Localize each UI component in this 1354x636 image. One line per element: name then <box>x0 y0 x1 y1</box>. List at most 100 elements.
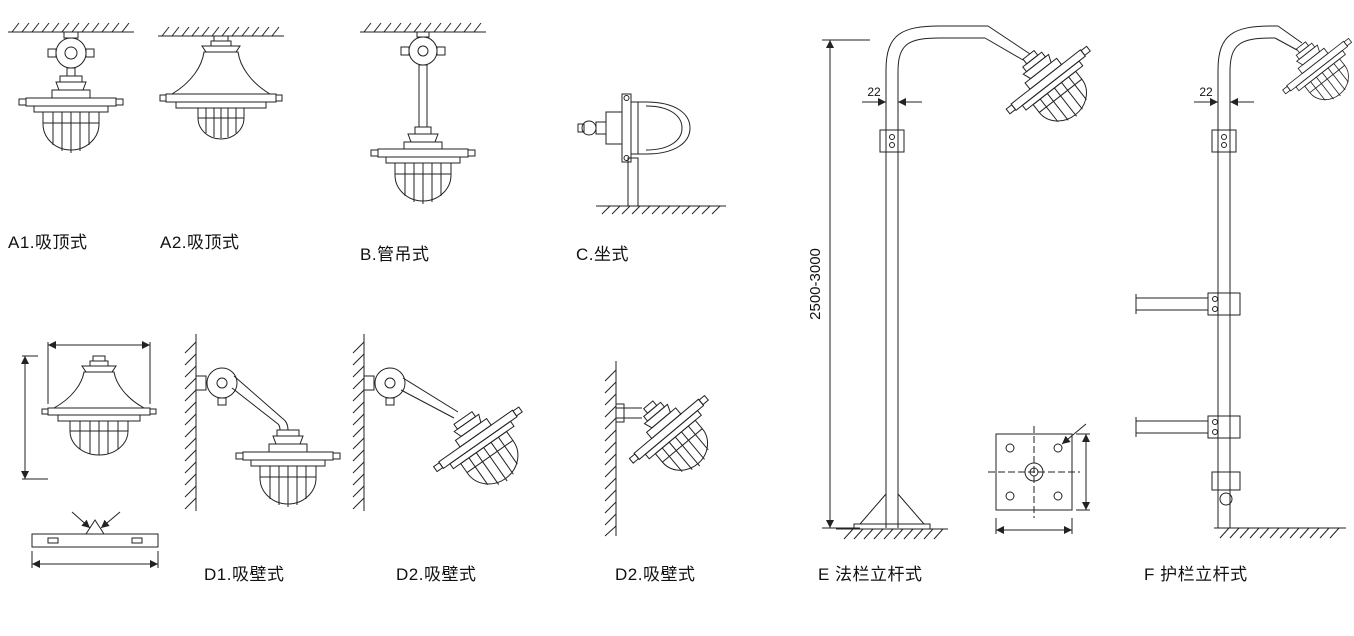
hanging-pipe <box>418 64 428 128</box>
bracket-arm <box>616 407 642 419</box>
arm <box>984 25 1031 61</box>
tilted-lamp <box>1282 37 1353 101</box>
drawing-dimensions <box>21 341 159 568</box>
figure-label-e: E 法栏立杆式 <box>818 565 923 584</box>
junction-box <box>374 367 406 399</box>
junction-box <box>55 37 87 69</box>
drawing-f: 22 <box>1135 25 1353 539</box>
figure-d2a-wall-mount <box>344 326 539 556</box>
lower-rail <box>1135 417 1208 437</box>
detail-leader <box>1061 423 1087 445</box>
figure-label-b: B.管吊式 <box>360 245 430 264</box>
lamp-canopy <box>52 371 146 409</box>
dim-pole-width-e-text: 22 <box>867 85 881 99</box>
detail-dim-ext <box>995 518 1073 534</box>
ceiling-hatch <box>363 22 482 33</box>
lamp-flange <box>47 407 151 416</box>
figure-label-d2a: D2.吸壁式 <box>396 565 477 584</box>
lamp-canopy <box>170 51 272 95</box>
arm <box>1274 25 1303 51</box>
lamp-dome <box>197 107 245 140</box>
lamp-flange <box>242 451 334 461</box>
lamp-dome <box>69 420 129 456</box>
upper-rail-clamp <box>1207 292 1241 316</box>
upper-rail <box>1135 294 1208 314</box>
ceiling-hatch <box>11 22 130 33</box>
bottom-fitting <box>1211 471 1241 491</box>
dim-22-ext <box>1217 98 1231 114</box>
drawing-a2 <box>158 26 284 140</box>
pole-outer <box>1217 25 1278 528</box>
drawing-d2a <box>352 334 523 511</box>
figure-label-c: C.坐式 <box>576 245 629 264</box>
pole-inner <box>897 37 985 528</box>
figure-a2-ceiling-mount <box>156 24 286 214</box>
dim-pole-width-f-text: 22 <box>1199 85 1213 99</box>
tilted-lamp <box>432 406 523 486</box>
figure-label-d1: D1.吸壁式 <box>204 565 285 584</box>
leader-right <box>100 511 121 529</box>
figure-f-guardrail-pole: 22 <box>1088 10 1354 555</box>
pole-clamp-plate <box>879 129 905 153</box>
lamp-dome <box>1304 58 1349 101</box>
pole-inner <box>1229 37 1275 528</box>
figure-label-d2b: D2.吸壁式 <box>615 565 696 584</box>
lamp-dome <box>394 162 452 202</box>
dim-pole-height-text: 2500-3000 <box>807 248 824 320</box>
lamp-flange <box>1010 49 1087 112</box>
dim-22-ext <box>885 98 899 114</box>
drawing-b <box>360 22 486 204</box>
base-gussets <box>858 492 926 525</box>
drawing-d1 <box>184 334 341 511</box>
junction-box <box>206 367 238 399</box>
wall-hatch <box>184 341 197 510</box>
drawing-a1 <box>8 22 134 153</box>
figure-a1-ceiling-mount <box>6 20 136 210</box>
bracket-pipe <box>400 377 459 419</box>
leader-left <box>71 511 91 529</box>
dim-height-ext <box>822 39 870 529</box>
drawing-c <box>577 93 726 215</box>
drawing-d2b <box>604 361 710 537</box>
base-flange <box>853 523 931 530</box>
bracket-pipe <box>231 375 283 425</box>
ground-hatch <box>601 205 721 215</box>
wall-hatch <box>604 369 617 537</box>
lamp-flange <box>377 148 469 158</box>
drawing-e: 2500-3000 22 <box>807 25 1091 540</box>
lamp-flange <box>1286 40 1349 92</box>
lamp-dome <box>42 111 100 151</box>
figure-e-flange-pole: 2500-3000 22 <box>800 10 1100 555</box>
lamp-flange <box>25 97 117 107</box>
ground-hatch <box>843 528 944 540</box>
dim-height-ext <box>22 355 48 480</box>
junction-box <box>408 36 438 66</box>
lower-rail-clamp <box>1207 415 1241 439</box>
lamp-flange <box>165 93 277 103</box>
support-pole <box>627 157 639 207</box>
wall-hatch <box>352 341 365 510</box>
lamp-flange <box>438 409 518 470</box>
lamp-dome <box>259 465 317 505</box>
lamp-dome <box>1032 70 1087 122</box>
ground-hatch <box>1219 527 1340 539</box>
dim-bracket-ext <box>31 551 159 568</box>
figure-label-f: F 护栏立杆式 <box>1144 565 1248 584</box>
tilted-lamp <box>628 394 710 472</box>
figure-d2b-wall-mount <box>584 326 739 556</box>
lamp-dome <box>460 430 519 485</box>
dim-width-ext <box>47 342 151 404</box>
ceiling-hatch <box>161 26 280 37</box>
pole-clamp-plate <box>1211 129 1237 153</box>
pole-outer <box>885 25 988 528</box>
figure-d1-wall-mount <box>176 326 351 556</box>
mount-plate <box>621 93 632 163</box>
figure-label-a2: A2.吸顶式 <box>160 233 240 252</box>
lamp-dome <box>654 419 709 471</box>
figure-label-a1: A1.吸顶式 <box>8 233 88 252</box>
figure-b-pipe-hung <box>358 20 488 235</box>
figure-c-seat-type <box>566 46 731 236</box>
lamp-dome <box>637 101 691 155</box>
figure-dimensioned-lamp <box>14 336 184 581</box>
